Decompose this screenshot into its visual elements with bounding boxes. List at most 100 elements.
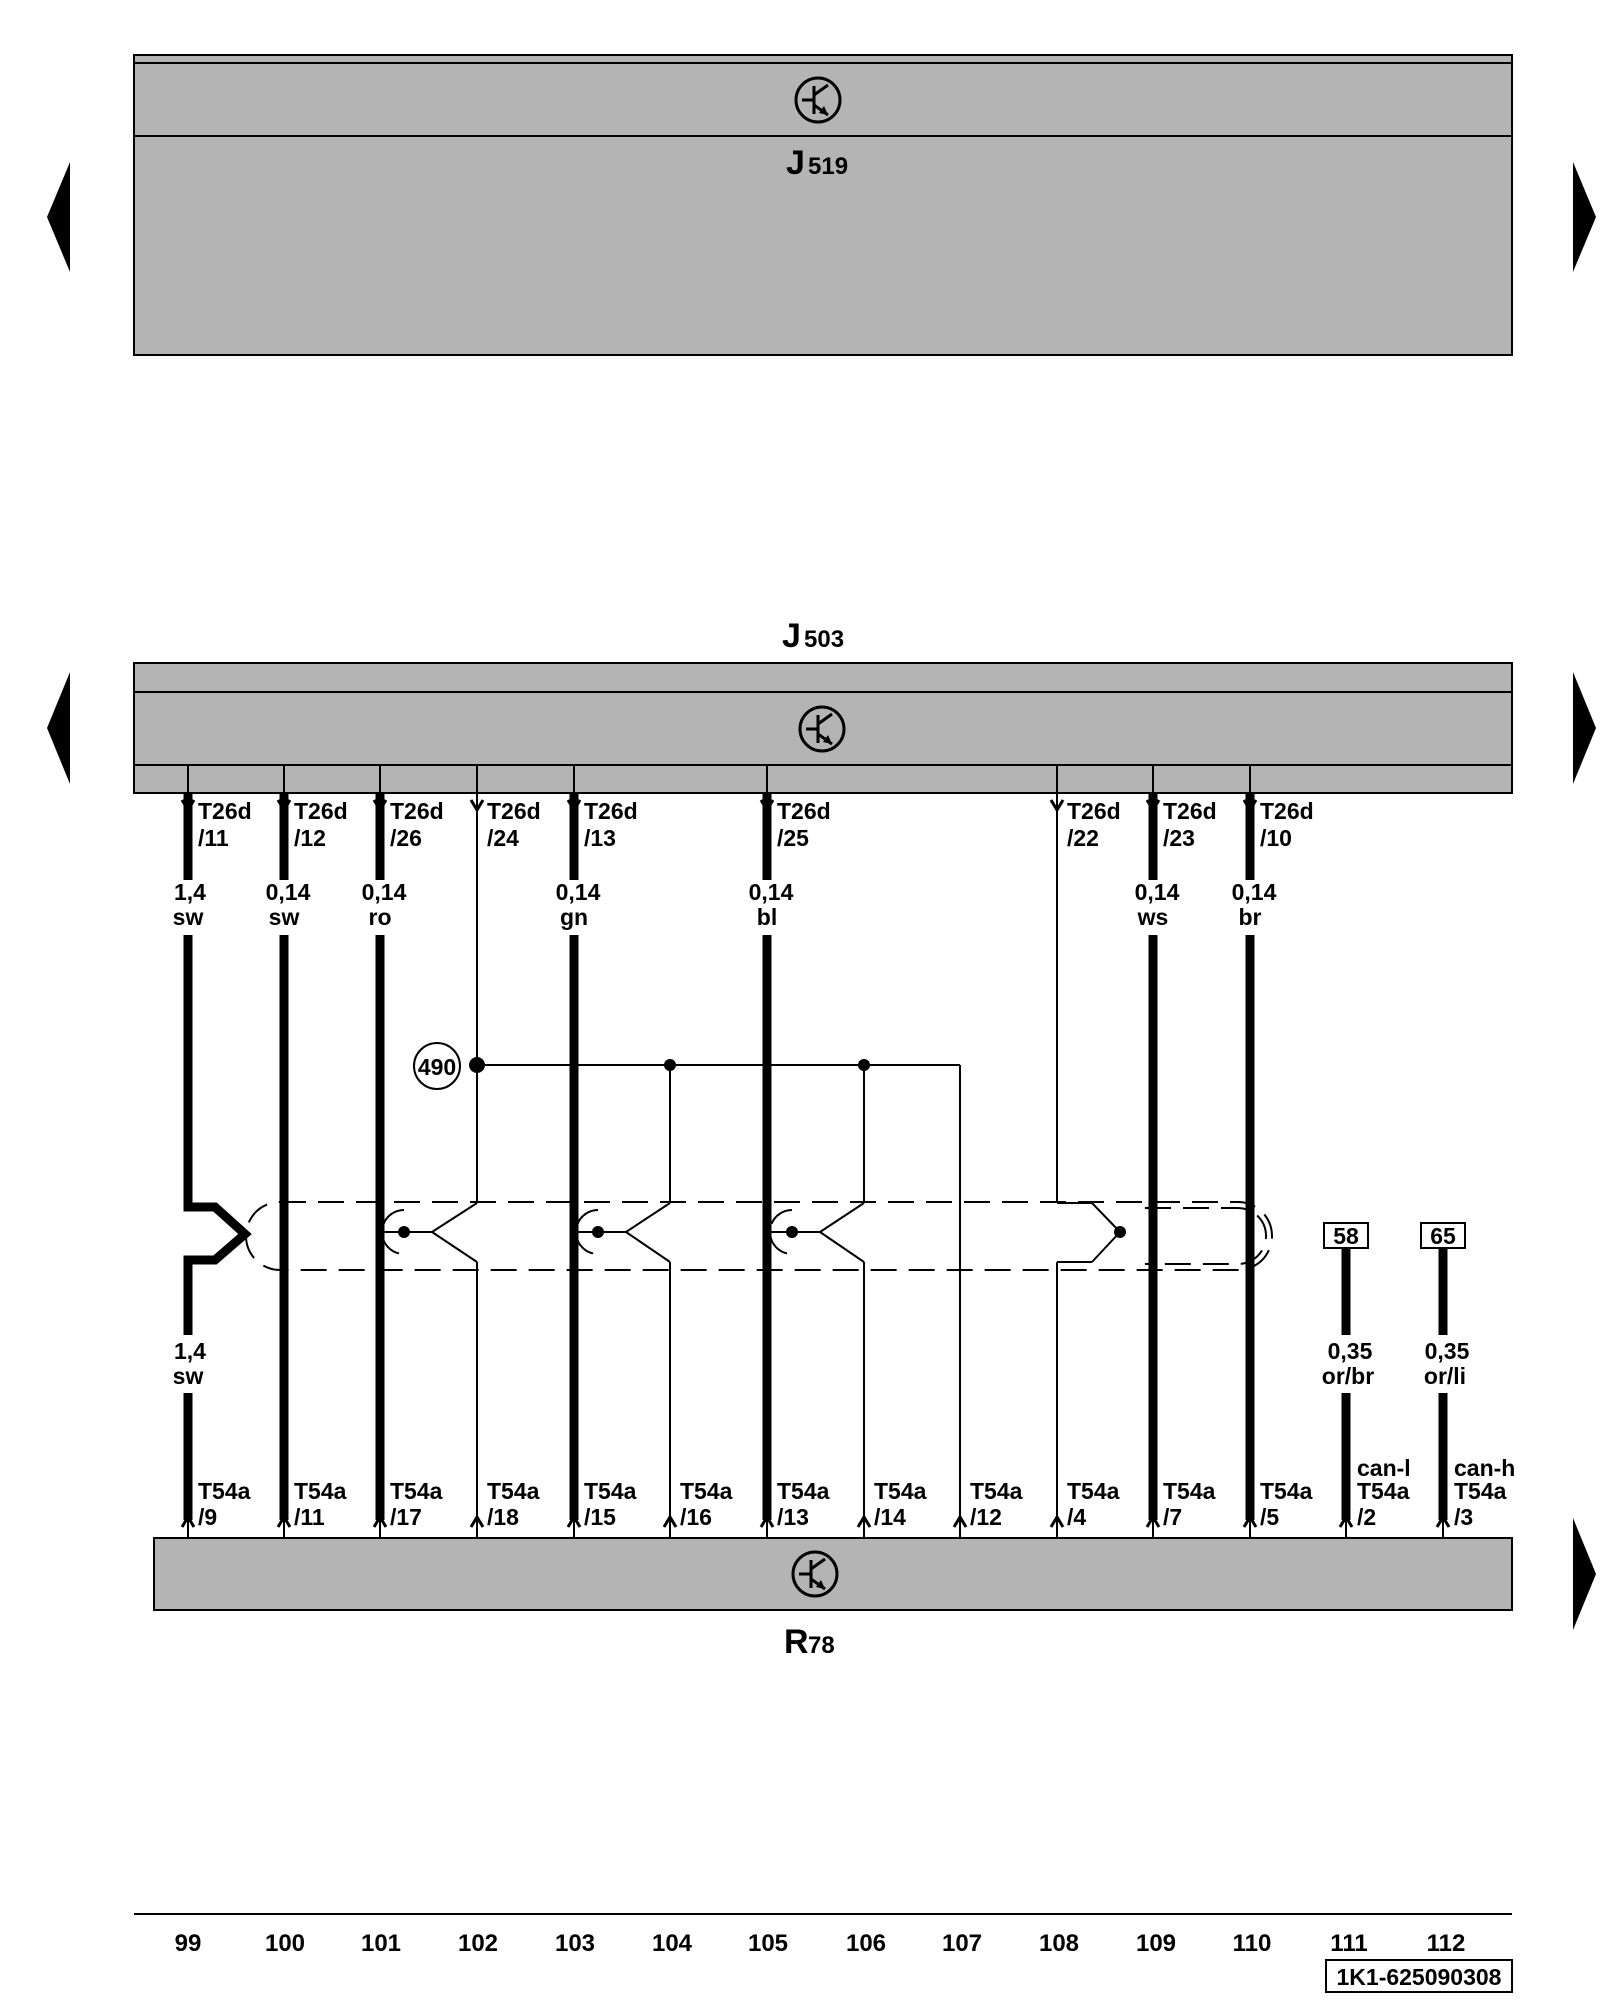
- track-number: 102: [458, 1930, 498, 1957]
- unit-bottom-sub: 78: [808, 1632, 835, 1659]
- pin-arrow-up-icon: [1049, 1514, 1065, 1528]
- signal-111: can-l: [1357, 1455, 1411, 1481]
- top-pin-99: /11: [198, 825, 229, 851]
- unit-j519: J 519: [133, 54, 1513, 356]
- size-101: 0,14: [362, 879, 407, 905]
- pin-arrow-down-icon: [759, 799, 775, 813]
- ref-65-label: 65: [1430, 1223, 1456, 1249]
- pin-arrow-up-icon: [566, 1514, 582, 1528]
- size-103: 0,14: [556, 879, 601, 905]
- bot-pin-103: /15: [584, 1504, 616, 1530]
- pin-arrow-down-icon: [469, 799, 485, 813]
- bot-conn-99: T54a: [198, 1478, 251, 1504]
- next-page-arrow-icon[interactable]: [1573, 162, 1596, 272]
- next-page-arrow-icon[interactable]: [1573, 1518, 1596, 1630]
- bot-pin-106: /14: [874, 1504, 906, 1530]
- pin-arrow-up-icon: [759, 1514, 775, 1528]
- bot-pin-109: /7: [1163, 1504, 1182, 1530]
- shield-outline: [245, 1201, 1273, 1271]
- pin-arrow-down-icon: [1145, 799, 1161, 813]
- bot-pin-105: /13: [777, 1504, 809, 1530]
- color-111: or/br: [1322, 1363, 1374, 1389]
- top-pin-100: /12: [294, 825, 326, 851]
- top-conn-105: T26d: [777, 798, 831, 824]
- next-page-arrow-icon[interactable]: [1573, 672, 1596, 784]
- color-99: sw: [173, 904, 204, 930]
- top-pin-102: /24: [487, 825, 519, 851]
- color-112: or/li: [1424, 1363, 1466, 1389]
- size-105: 0,14: [749, 879, 794, 905]
- pin-arrow-up-icon: [469, 1514, 485, 1528]
- pin-arrow-down-icon: [566, 799, 582, 813]
- pin-arrow-up-icon: [856, 1514, 872, 1528]
- unit-r78: R 78: [153, 1537, 1513, 1661]
- splice-node: [664, 1059, 676, 1071]
- unit-middle-sub: 503: [804, 626, 844, 653]
- pin-arrow-up-icon: [372, 1514, 388, 1528]
- track-number: 104: [652, 1930, 693, 1957]
- pin-arrow-down-icon: [180, 799, 196, 813]
- color-99-lower: sw: [173, 1363, 204, 1389]
- color-103: gn: [560, 904, 588, 930]
- bot-conn-101: T54a: [390, 1478, 443, 1504]
- top-pin-109: /23: [1163, 825, 1195, 851]
- bot-conn-109: T54a: [1163, 1478, 1216, 1504]
- unit-middle-code: J: [782, 617, 801, 655]
- transistor-icon: [791, 1550, 839, 1598]
- prev-page-arrow-icon[interactable]: [47, 672, 70, 784]
- pin-arrow-down-icon: [372, 799, 388, 813]
- size-100: 0,14: [266, 879, 311, 905]
- size-109: 0,14: [1135, 879, 1180, 905]
- top-pin-103: /13: [584, 825, 616, 851]
- track-numbers: 99 100 101 102 103 104 105 106 107 108 1…: [175, 1930, 1466, 1957]
- bot-conn-108: T54a: [1067, 1478, 1120, 1504]
- top-conn-110: T26d: [1260, 798, 1314, 824]
- pin-arrow-up-icon: [952, 1514, 968, 1528]
- splice-ref-490: 490: [413, 1042, 461, 1090]
- ref-box-65: 65: [1420, 1222, 1466, 1249]
- bot-conn-111: T54a: [1357, 1478, 1410, 1504]
- track-number: 111: [1330, 1930, 1367, 1957]
- bot-conn-102: T54a: [487, 1478, 540, 1504]
- bot-conn-106: T54a: [874, 1478, 927, 1504]
- bot-pin-104: /16: [680, 1504, 712, 1530]
- doc-id: 1K1-625090308: [1337, 1964, 1502, 1990]
- color-109: ws: [1137, 904, 1169, 930]
- pin-arrow-up-icon: [1242, 1514, 1258, 1528]
- unit-bottom-code: R: [784, 1623, 809, 1661]
- track-number: 99: [175, 1930, 202, 1957]
- thin-wires: [187, 765, 1251, 1520]
- pin-arrow-up-icon: [180, 1514, 196, 1528]
- top-pin-108: /22: [1067, 825, 1099, 851]
- bot-pin-111: /2: [1357, 1504, 1376, 1530]
- color-110: br: [1239, 904, 1262, 930]
- splice-node: [858, 1059, 870, 1071]
- bot-conn-104: T54a: [680, 1478, 733, 1504]
- bot-conn-107: T54a: [970, 1478, 1023, 1504]
- bot-conn-110: T54a: [1260, 1478, 1313, 1504]
- bot-pin-102: /18: [487, 1504, 519, 1530]
- transistor-icon: [794, 76, 842, 124]
- pin-arrow-up-icon: [1145, 1514, 1161, 1528]
- pin-arrow-down-icon: [1049, 799, 1065, 813]
- size-112: 0,35: [1425, 1338, 1470, 1364]
- thick-wires: [183, 792, 1448, 1520]
- top-conn-99: T26d: [198, 798, 252, 824]
- doc-id-box: 1K1-625090308: [1325, 1959, 1513, 1993]
- bot-pin-112: /3: [1454, 1504, 1473, 1530]
- track-number: 105: [748, 1930, 788, 1957]
- prev-page-arrow-icon[interactable]: [47, 162, 70, 272]
- bot-conn-112: T54a: [1454, 1478, 1507, 1504]
- track-number: 106: [846, 1930, 886, 1957]
- bot-pin-99: /9: [198, 1504, 217, 1530]
- track-number: 109: [1136, 1930, 1176, 1957]
- pin-arrow-up-icon: [662, 1514, 678, 1528]
- signal-112: can-h: [1454, 1455, 1515, 1481]
- twist-nodes: [398, 1226, 1126, 1238]
- bot-conn-100: T54a: [294, 1478, 347, 1504]
- size-111: 0,35: [1328, 1338, 1373, 1364]
- track-number: 112: [1427, 1930, 1466, 1957]
- pin-arrow-down-icon: [1242, 799, 1258, 813]
- bot-conn-105: T54a: [777, 1478, 830, 1504]
